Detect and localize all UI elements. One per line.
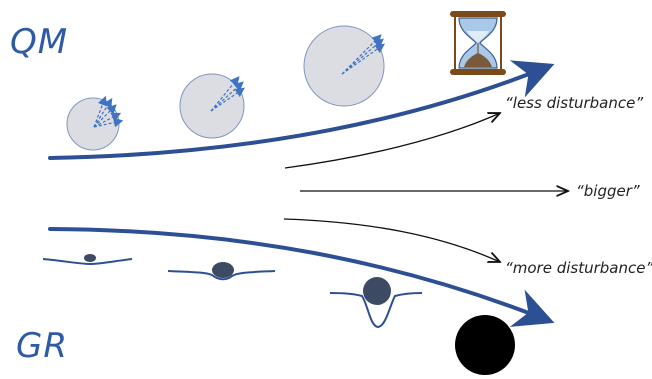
particle-medium	[179, 73, 245, 139]
mass-small	[42, 254, 133, 266]
mass-medium	[167, 262, 276, 281]
particle-small	[66, 95, 124, 151]
annotation-more-disturbance: “more disturbance”	[505, 259, 652, 277]
black-hole	[455, 315, 515, 375]
gr-label: GR	[16, 326, 68, 366]
mass-large	[329, 277, 423, 329]
gr-masses	[42, 254, 515, 375]
hourglass-icon	[450, 11, 506, 75]
qm-particles	[66, 25, 385, 151]
qm-trajectory-arrow	[48, 60, 555, 160]
arrow-less-disturbance	[284, 113, 500, 169]
annotation-less-disturbance: “less disturbance”	[505, 94, 644, 112]
particle-large	[303, 25, 385, 107]
gr-trajectory-arrow	[48, 227, 555, 327]
qm-label: QM	[10, 22, 69, 62]
arrow-more-disturbance	[283, 218, 500, 262]
annotation-bigger: “bigger”	[576, 182, 640, 200]
